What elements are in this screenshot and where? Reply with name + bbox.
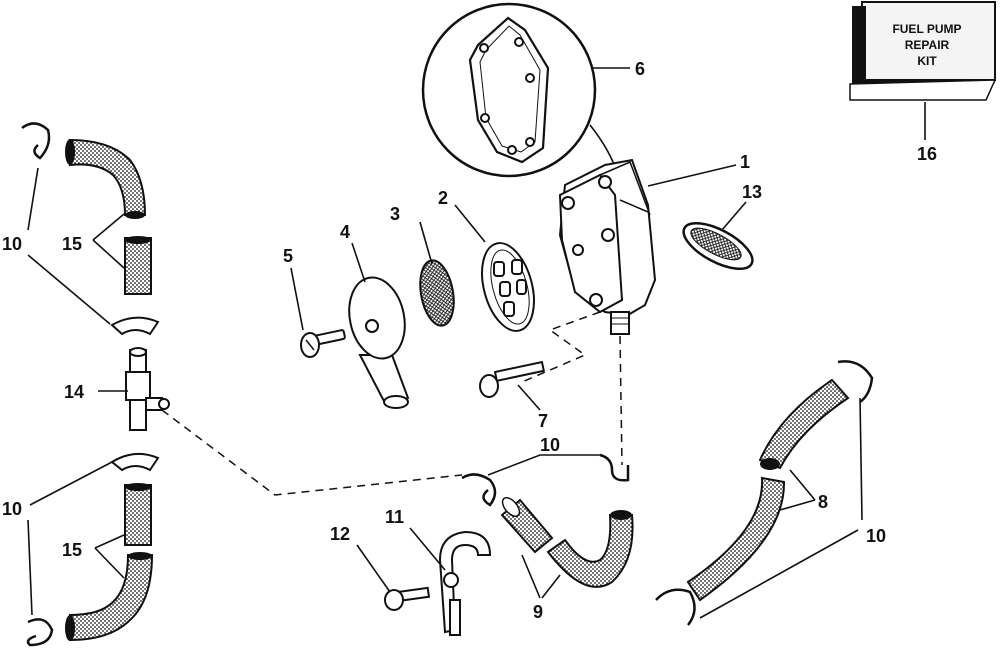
pump-cover	[348, 276, 410, 409]
hose-upper-straight	[124, 236, 152, 295]
callout-16: 16	[917, 144, 937, 164]
callout-3: 3	[390, 204, 400, 224]
hose-clamp	[438, 530, 492, 636]
hose-clip-center-right	[599, 453, 630, 482]
leader-4	[351, 242, 366, 283]
diaphragm	[419, 259, 455, 327]
alignment-line-fuel	[161, 409, 463, 496]
callout-14: 14	[64, 382, 84, 402]
leader-9	[521, 554, 561, 599]
hose-clip-lower-top	[110, 452, 160, 472]
callout-10-lower: 10	[2, 499, 22, 519]
hose-center-elbow	[546, 510, 634, 588]
hose-upper-elbow	[65, 138, 147, 219]
leader-5	[290, 267, 304, 331]
leader-12	[356, 544, 391, 593]
leader-10-lower	[27, 461, 113, 616]
leader-3	[419, 221, 433, 265]
hose-center-short	[500, 496, 554, 554]
repair-kit-box	[849, 1, 997, 101]
leader-10-right	[699, 397, 863, 619]
callout-12: 12	[330, 524, 350, 544]
kit-label-line2: REPAIR	[905, 38, 950, 52]
hose-clip-upper-top	[21, 122, 51, 160]
gasket	[468, 16, 550, 164]
fuel-pump-body	[558, 158, 657, 335]
callout-15-upper: 15	[62, 234, 82, 254]
hose-clip-right-top	[837, 360, 874, 404]
callout-10-right: 10	[866, 526, 886, 546]
leader-7	[517, 384, 541, 411]
callout-10-center: 10	[540, 435, 560, 455]
leader-13	[721, 201, 747, 231]
clamp-screw	[384, 586, 431, 611]
callout-9: 9	[533, 602, 543, 622]
callout-4: 4	[340, 222, 350, 242]
hose-clip-right-bottom	[655, 588, 696, 626]
callout-11: 11	[385, 507, 404, 527]
callout-1: 1	[740, 152, 750, 172]
leader-10-upper	[27, 167, 111, 325]
screen-plate	[682, 221, 754, 271]
leader-15-lower	[94, 534, 125, 579]
cover-screw	[300, 329, 346, 358]
tee-fitting	[125, 347, 170, 431]
callout-7: 7	[538, 411, 548, 431]
leader-11	[409, 527, 446, 571]
callout-13: 13	[742, 182, 762, 202]
leader-1	[647, 164, 737, 187]
leader-15-upper	[92, 213, 125, 269]
hose-clip-center-left	[461, 473, 497, 507]
kit-label-line3: KIT	[917, 54, 937, 68]
callout-15-lower: 15	[62, 540, 82, 560]
callout-8: 8	[818, 492, 828, 512]
gasket-detail-circle	[421, 2, 619, 178]
mounting-bolt	[479, 360, 546, 398]
hose-clip-upper-bottom	[110, 316, 160, 336]
callout-10-upper: 10	[2, 234, 22, 254]
hose-right-upper	[758, 378, 850, 470]
valve-plate	[481, 242, 535, 332]
alignment-line-bolt	[521, 311, 601, 383]
callout-5: 5	[283, 246, 293, 266]
hose-lower-straight	[124, 483, 152, 546]
alignment-line-outlet	[619, 335, 623, 466]
callout-2: 2	[438, 188, 448, 208]
leader-2	[454, 204, 486, 243]
leader-10-center	[487, 454, 602, 476]
hose-clip-lower-bottom	[26, 618, 54, 647]
hose-right-lower	[686, 476, 786, 602]
callout-6: 6	[635, 59, 645, 79]
hose-lower-elbow	[65, 552, 154, 642]
kit-label-line1: FUEL PUMP	[892, 22, 961, 36]
leader-8	[779, 469, 816, 511]
